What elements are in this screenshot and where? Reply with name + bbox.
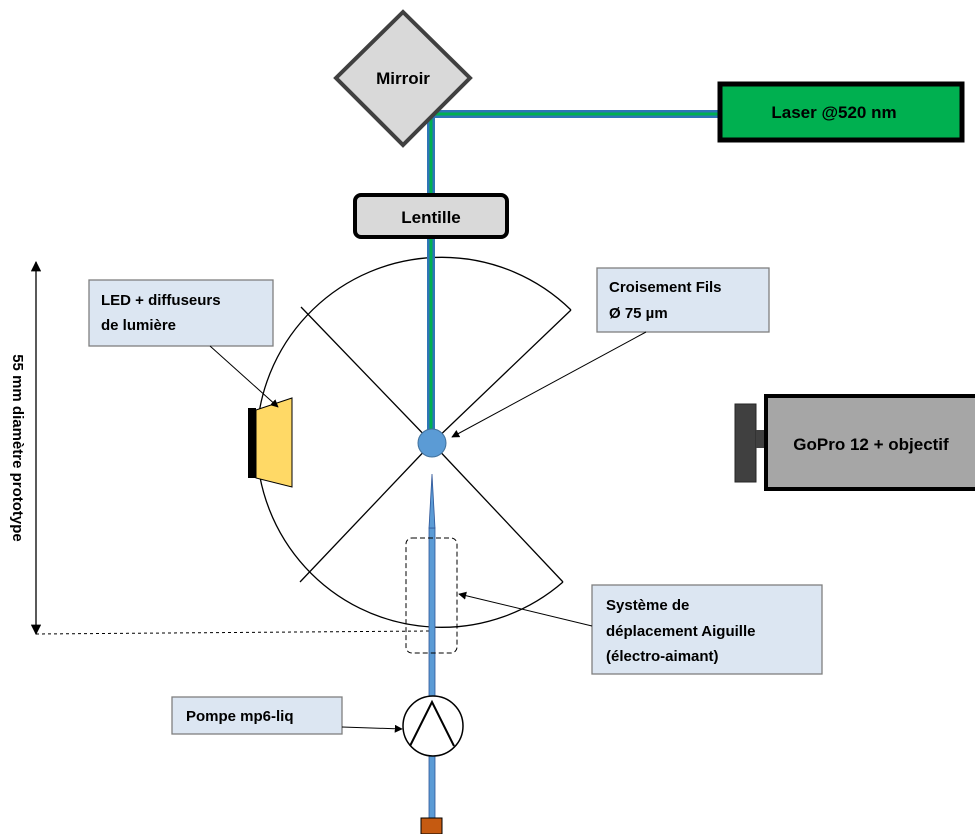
lens-label: Lentille: [401, 208, 461, 227]
annotation-cross-line1: Croisement Fils: [609, 279, 722, 296]
led-diffuser-shape: [255, 397, 293, 488]
annotation-cross-arrow: [451, 331, 647, 438]
led-diffuser: [248, 397, 293, 488]
lens: Lentille: [353, 193, 509, 239]
mirror-shape: [333, 9, 473, 148]
laser-label: Laser @520 nm: [771, 103, 896, 122]
dimension-indicator: 55 mm diamètre prototype: [9, 260, 431, 636]
pump-triangle: [409, 699, 455, 747]
wheel-outline: [256, 256, 572, 628]
camera-label: GoPro 12 + objectif: [793, 435, 949, 454]
mirror: Mirroir: [333, 9, 473, 148]
annotation-system-arrow: [458, 591, 593, 627]
annotation-cross-line2: Ø 75 µm: [609, 305, 668, 322]
camera-body: [764, 394, 975, 491]
needle-tip: [428, 473, 436, 529]
dimension-dashed-line: [35, 630, 431, 635]
annotation-cross-box: [596, 267, 770, 333]
laser: Laser @520 nm: [717, 81, 965, 143]
wire-crossing-point: [417, 428, 447, 458]
wheel-spoke-lower-right: [431, 442, 564, 583]
mirror-label: Mirroir: [376, 69, 430, 88]
annotation-pump: Pompe mp6-liq: [171, 696, 403, 735]
annotation-system: Système de déplacement Aiguille (électro…: [458, 584, 823, 675]
annotation-system-box: [591, 584, 823, 675]
pump-circle: [402, 695, 464, 757]
pump-outlet: [420, 817, 443, 834]
needle-tube: [428, 527, 436, 821]
annotation-led-arrow: [209, 345, 279, 408]
annotation-system-line2: déplacement Aiguille: [606, 623, 755, 640]
lens-box: [353, 193, 509, 239]
camera-lens-mount: [734, 403, 757, 483]
annotation-cross: Croisement Fils Ø 75 µm: [451, 267, 770, 438]
needle-displacement-zone: [405, 537, 458, 654]
laser-box: [717, 81, 965, 143]
annotation-led: LED + diffuseurs de lumière: [88, 279, 279, 408]
led-backplate: [248, 408, 256, 478]
wheel-spoke-upper-left: [300, 306, 433, 444]
dimension-label: 55 mm diamètre prototype: [9, 354, 26, 542]
annotation-system-line3: (électro-aimant): [606, 648, 719, 665]
camera-lens-connector: [756, 430, 766, 448]
wheel-spoke-lower-left: [299, 442, 433, 583]
annotation-led-line2: de lumière: [101, 317, 176, 334]
pump-symbol: [402, 695, 464, 757]
annotation-pump-text: Pompe mp6-liq: [186, 708, 294, 725]
annotation-system-line1: Système de: [606, 597, 689, 614]
annotation-led-box: [88, 279, 274, 347]
camera: GoPro 12 + objectif: [734, 394, 975, 491]
annotation-pump-box: [171, 696, 343, 735]
annotation-pump-arrow: [341, 724, 403, 733]
sample-wheel: [256, 256, 572, 628]
needle-assembly: [405, 473, 458, 834]
annotation-led-line1: LED + diffuseurs: [101, 292, 221, 309]
wheel-spoke-upper-right: [431, 309, 572, 444]
